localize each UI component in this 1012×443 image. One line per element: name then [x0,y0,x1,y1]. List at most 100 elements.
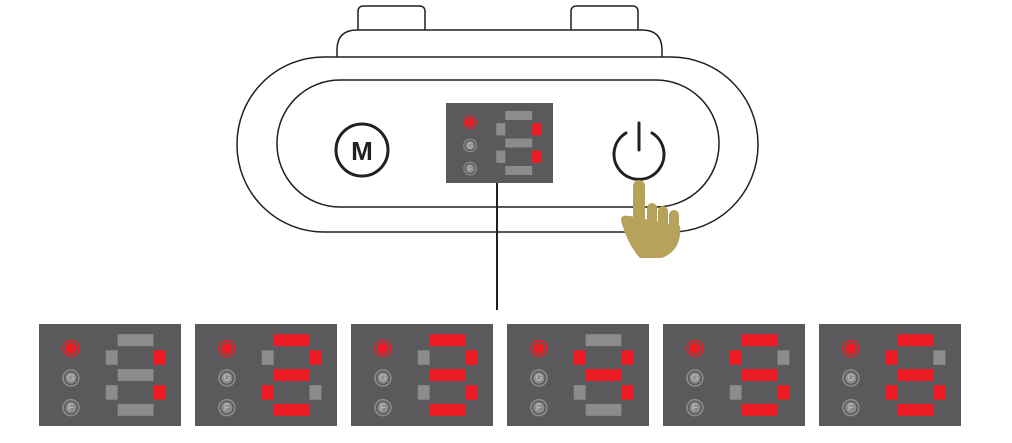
segment-b [153,350,166,365]
level-display-3: GF [351,324,493,426]
segment-d [585,403,622,416]
indicator-g [377,372,389,384]
indicator-g-ring [463,138,477,153]
segment-a [505,111,533,120]
indicator-f-label: F [692,403,698,414]
level-display-1: GF [39,324,181,426]
segment-c [309,385,322,400]
level-display-5: GF [663,324,805,426]
segment-f [885,350,898,365]
indicator-f-ring [530,398,548,417]
segment-g [117,369,154,381]
segment-e [729,385,742,400]
indicator-f-ring [218,398,236,417]
indicator-g-ring [530,369,548,387]
segment-g [897,369,934,381]
display-panel [351,324,493,426]
segment-g [429,369,466,381]
indicator-top [377,342,389,355]
segment-a [117,334,154,347]
segment-c [532,150,542,163]
indicator-top-ring [530,339,548,358]
indicator-f [65,402,77,414]
mode-icon [334,122,390,178]
segment-a [429,334,466,347]
indicator-f-ring [374,398,392,417]
indicator-top-ring [842,339,860,358]
indicator-top-ring [218,339,236,358]
segment-e [417,385,430,400]
segment-a [585,334,622,347]
indicator-g [465,141,475,150]
indicator-top [65,342,77,355]
display-panel [819,324,961,426]
segment-b [532,123,542,136]
indicator-g [845,372,857,384]
indicator-g-label: G [691,373,699,384]
indicator-g [221,372,233,384]
indicator-g-ring [842,369,860,387]
segment-e [496,150,506,163]
indicator-g [65,372,77,384]
indicator-f-label: F [848,403,854,414]
indicator-top [533,342,545,355]
indicator-g-label: G [379,373,387,384]
segment-f [729,350,742,365]
display-panel [663,324,805,426]
level-display-4: GF [507,324,649,426]
indicator-f [689,402,701,414]
power-icon [612,121,666,181]
pointing-hand-icon [621,180,681,258]
segment-e [105,385,118,400]
indicator-top [689,342,701,355]
segment-a [897,334,934,347]
display-panel [39,324,181,426]
indicator-f [377,402,389,414]
segment-d [117,403,154,416]
indicator-g-ring [218,369,236,387]
indicator-g-ring [374,369,392,387]
indicator-f-label: F [380,403,386,414]
indicator-g-label: G [847,373,855,384]
segment-e [261,385,274,400]
segment-b [621,350,634,365]
segment-e [885,385,898,400]
indicator-top [221,342,233,355]
segment-f [261,350,274,365]
segment-e [573,385,586,400]
main-display: GF [446,103,553,183]
segment-d [897,403,934,416]
indicator-top-ring [686,339,704,358]
indicator-f [533,402,545,414]
indicator-f [221,402,233,414]
segment-c [933,385,946,400]
device-top-tabs [336,5,663,61]
indicator-f-ring [686,398,704,417]
indicator-f [845,402,857,414]
segment-a [741,334,778,347]
segment-c [621,385,634,400]
mode-button[interactable]: M [334,122,390,178]
indicator-f [465,164,475,173]
indicator-top [465,117,475,127]
mode-button-label: M [351,136,373,166]
indicator-f-ring [842,398,860,417]
indicator-g-label: G [535,373,543,384]
indicator-top-ring [463,115,477,130]
indicator-g [689,372,701,384]
segment-c [153,385,166,400]
segment-f [573,350,586,365]
indicator-f-label: F [468,165,473,174]
segment-g [273,369,310,381]
level-display-2: GF [195,324,337,426]
device-top-cap [336,29,663,61]
power-button[interactable] [612,121,666,181]
segment-b [777,350,790,365]
segment-d [429,403,466,416]
indicator-g-label: G [67,373,75,384]
segment-d [273,403,310,416]
indicator-top-ring [62,339,80,358]
segment-g [585,369,622,381]
indicator-g-ring [686,369,704,387]
